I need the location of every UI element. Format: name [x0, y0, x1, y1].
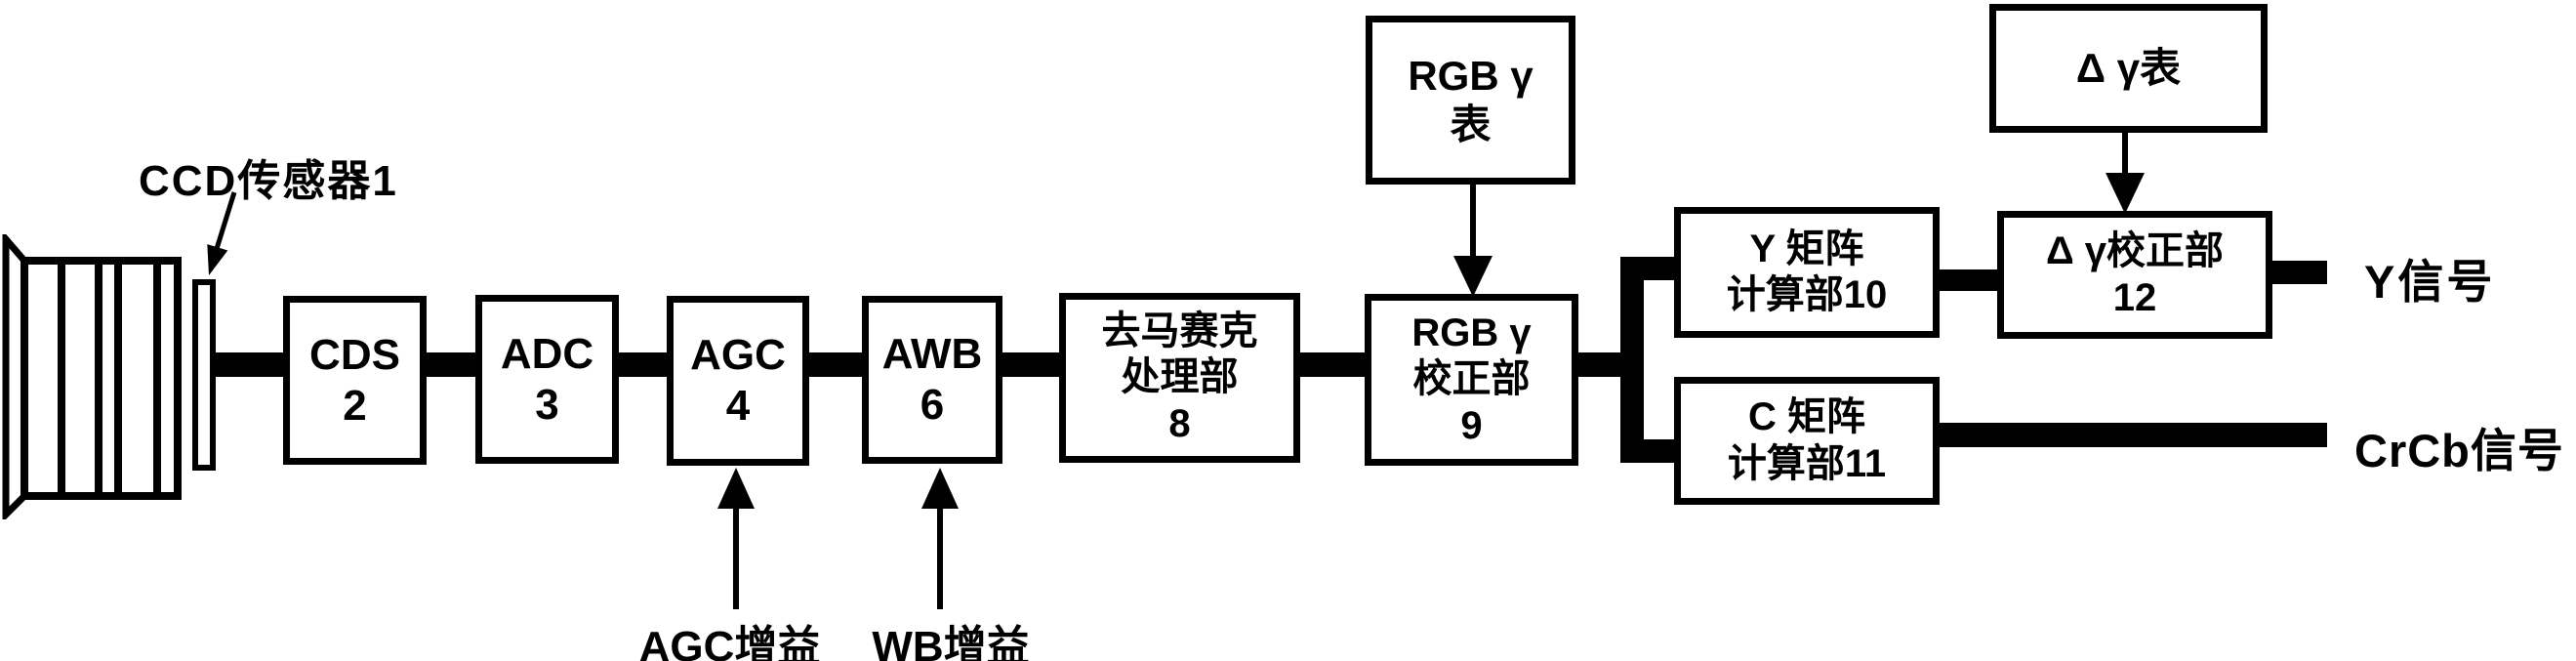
- crcb-signal-label: CrCb信号: [2354, 425, 2564, 476]
- camera-lens-icon: [2, 234, 182, 519]
- block-c-matrix-label2: 计算部11: [1727, 441, 1887, 485]
- block-demosaic-label1: 去马赛克: [1101, 310, 1258, 353]
- crcb-signal-out-bus: [1936, 423, 2327, 447]
- block-demosaic: 去马赛克 处理部 8: [1059, 293, 1300, 463]
- block-adc-number: 3: [535, 380, 559, 429]
- block-rgb-gamma-table-label2: 表: [1450, 101, 1492, 147]
- ccd-sensor-pointer-arrow: [207, 191, 237, 275]
- block-awb-label: AWB: [881, 330, 983, 379]
- branch-to-y-matrix: [1620, 257, 1677, 280]
- block-agc: AGC 4: [667, 296, 809, 466]
- block-cds-label: CDS: [309, 330, 400, 379]
- block-cds-number: 2: [343, 381, 367, 430]
- block-rgb-gamma-table-label1: RGB γ: [1408, 52, 1533, 99]
- block-c-matrix: C 矩阵 计算部11: [1674, 377, 1940, 505]
- block-y-matrix-label1: Y 矩阵: [1749, 227, 1864, 270]
- agc-gain-label: AGC增益: [638, 623, 821, 661]
- block-demosaic-number: 8: [1168, 401, 1191, 445]
- block-rgb-gamma-correction: RGB γ 校正部 9: [1365, 294, 1578, 466]
- block-cds: CDS 2: [283, 296, 427, 465]
- block-rgb-gamma-correction-label1: RGB γ: [1411, 311, 1532, 355]
- y-matrix-to-delta-corr-bus: [1936, 269, 2000, 291]
- block-y-matrix-label2: 计算部10: [1726, 273, 1888, 316]
- wb-gain-label: WB增益: [872, 623, 1030, 661]
- y-signal-label: Y信号: [2364, 256, 2496, 308]
- ccd-sensor-label: CCD传感器1: [139, 157, 398, 205]
- block-adc-label: ADC: [500, 329, 594, 378]
- block-awb: AWB 6: [862, 296, 1002, 464]
- block-rgb-gamma-correction-number: 9: [1460, 403, 1483, 447]
- ccd-sensor-plate: [192, 279, 216, 471]
- block-y-matrix: Y 矩阵 计算部10: [1674, 207, 1940, 338]
- block-rgb-gamma-correction-label2: 校正部: [1412, 357, 1531, 401]
- block-delta-gamma-correction-number: 12: [2112, 275, 2157, 319]
- block-delta-gamma-table-label: Δ γ表: [2075, 45, 2182, 92]
- y-signal-out-bus: [2270, 261, 2327, 284]
- block-awb-number: 6: [920, 381, 945, 429]
- block-c-matrix-label1: C 矩阵: [1748, 395, 1865, 439]
- block-delta-gamma-correction-label: Δ γ校正部: [2045, 229, 2225, 273]
- block-agc-number: 4: [725, 382, 751, 430]
- block-agc-label: AGC: [690, 331, 786, 380]
- branch-to-c-matrix: [1620, 439, 1677, 463]
- split-vertical-bus: [1620, 257, 1644, 463]
- block-delta-gamma-table: Δ γ表: [1989, 4, 2268, 133]
- block-delta-gamma-correction: Δ γ校正部 12: [1997, 211, 2272, 339]
- block-rgb-gamma-table: RGB γ 表: [1366, 16, 1575, 185]
- block-demosaic-label2: 处理部: [1121, 355, 1239, 399]
- block-adc: ADC 3: [475, 295, 619, 464]
